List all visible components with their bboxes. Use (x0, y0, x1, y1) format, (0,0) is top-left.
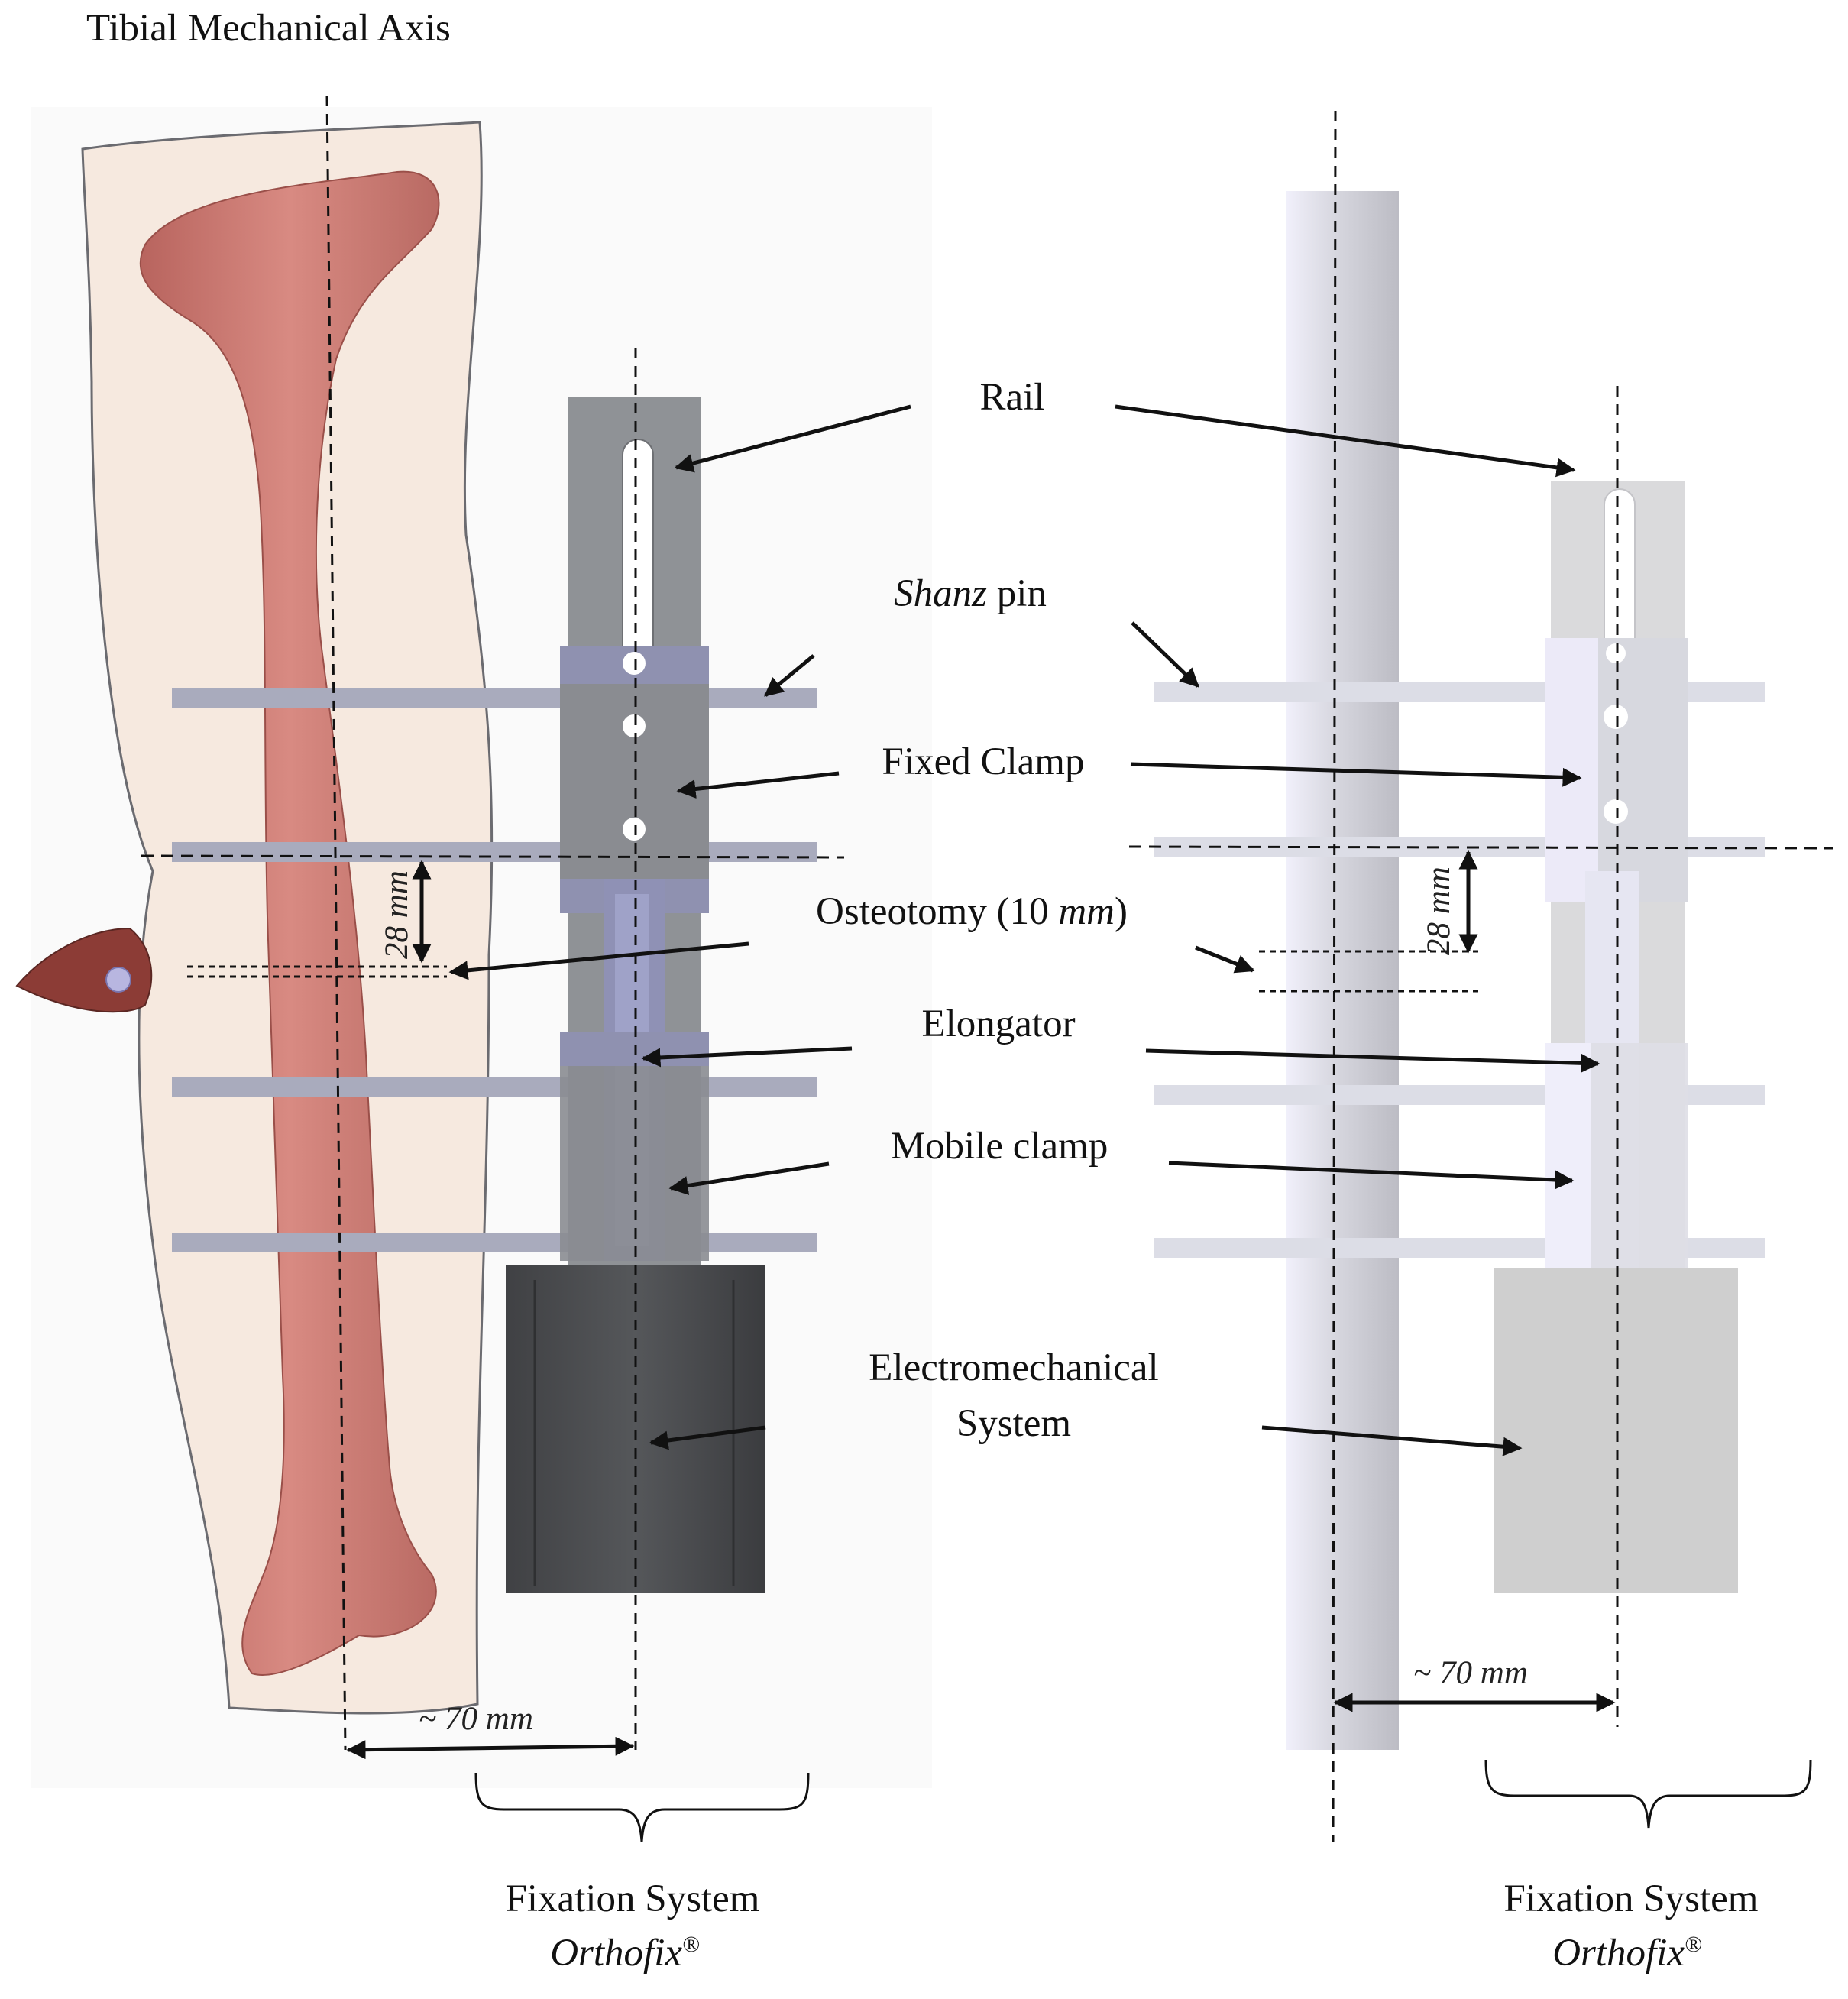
fixation-system-brace (1484, 1759, 1812, 1829)
shanz-pin (172, 688, 817, 708)
offset-dimension-unit: mm (1480, 1655, 1528, 1691)
gap-dimension-unit: mm (1421, 867, 1457, 915)
fixed-clamp-arrow (1130, 762, 1582, 787)
rail-label: Rail (979, 376, 1045, 419)
fixed-clamp-highlight (1545, 638, 1598, 902)
electromechanical-system (506, 1265, 765, 1593)
osteotomy-label-unit: mm (1058, 890, 1115, 933)
fixation-system-brace (474, 1772, 810, 1842)
offset-dimension-value: ~ 70 (1413, 1655, 1481, 1691)
electromechanical-system (1494, 1268, 1738, 1593)
mobile-clamp-label: Mobile clamp (890, 1125, 1108, 1168)
osteotomy-arrow (448, 941, 749, 980)
registered-mark-right: ® (1685, 1932, 1702, 1957)
mobile-clamp-arrow (668, 1161, 830, 1195)
gap-dimension-label-left: 28 mm (379, 870, 415, 959)
elongator-arrow (641, 1046, 853, 1068)
shanz-pin-label-italic: Shanz (894, 572, 987, 615)
fixed-clamp-label: Fixed Clamp (882, 740, 1085, 783)
tibial-mechanical-axis (325, 95, 347, 1751)
clamp-hole (623, 714, 646, 737)
clamp-hole (1604, 705, 1628, 729)
osteotomy-label-prefix: Osteotomy (10 (816, 890, 1059, 933)
shanz-pin-arrow (1131, 621, 1199, 688)
osteotomy-label: Osteotomy (10 mm) (816, 893, 1128, 931)
clamp-hole (623, 818, 646, 841)
offset-dimension-label-left: ~ 70 mm (419, 1703, 533, 1735)
clamp-hole (1606, 643, 1626, 663)
electromechanical-arrow (649, 1425, 766, 1450)
tibia-rod (1286, 191, 1399, 1750)
gap-dimension-value: 28 (379, 918, 415, 959)
orthofix-brand-right: Orthofix (1552, 1932, 1685, 1975)
gap-dimension-label-right: 28 mm (1421, 867, 1457, 955)
shanz-pin (172, 1233, 817, 1252)
medullary-canal (105, 967, 131, 993)
fixed-clamp-arrow (676, 771, 840, 799)
rail-arrow (674, 404, 911, 473)
clamp-hole (1604, 799, 1628, 824)
tibial-mechanical-axis (1332, 110, 1337, 1842)
gap-dimension-value: 28 (1421, 914, 1457, 955)
shanz-pin-label: Shanz pin (894, 575, 1047, 614)
shanz-pin (172, 1077, 817, 1097)
clamp-reference-line (1128, 845, 1834, 850)
shanz-pin (172, 842, 817, 862)
right-panel (1115, 110, 1834, 1842)
clamp-reference-line (141, 854, 845, 859)
osteotomy-arrow (1195, 945, 1255, 974)
elongator-label: Elongator (921, 1003, 1076, 1045)
shanz-pin-label-rest: pin (986, 572, 1047, 615)
left-panel (15, 95, 932, 1842)
shanz-pin-arrow (764, 654, 815, 697)
offset-dimension-label-right: ~ 70 mm (1413, 1657, 1528, 1690)
orthofix-brand-left: Orthofix (550, 1932, 683, 1975)
offset-dimension-value: ~ 70 (419, 1701, 486, 1737)
offset-dimension-unit: mm (485, 1701, 533, 1737)
clamp-hole (623, 652, 646, 675)
registered-mark-left: ® (682, 1932, 700, 1957)
orthofix-label-right: Orthofix® (1552, 1933, 1702, 1973)
electromechanical-arrow (1261, 1425, 1523, 1456)
fixation-system-label-right: Fixation System (1503, 1878, 1759, 1920)
rail-arrow (1115, 404, 1576, 478)
offset-dimension-arrow (346, 1736, 635, 1760)
tibia-bone (139, 170, 440, 1676)
fixation-system-label-left: Fixation System (505, 1878, 760, 1920)
electromechanical-label-line1: Electromechanical (869, 1346, 1159, 1389)
gap-dimension-unit: mm (379, 870, 415, 919)
mobile-clamp-highlight (1545, 1043, 1591, 1268)
electromechanical-label-line2: System (956, 1402, 1072, 1445)
rail-slot (622, 439, 654, 662)
orthofix-label-left: Orthofix® (550, 1933, 700, 1973)
osteotomy-label-suffix: ) (1115, 890, 1128, 933)
elongator-arrow (1145, 1048, 1600, 1073)
figure-title: Tibial Mechanical Axis (86, 7, 451, 50)
mobile-clamp-arrow (1168, 1161, 1575, 1190)
